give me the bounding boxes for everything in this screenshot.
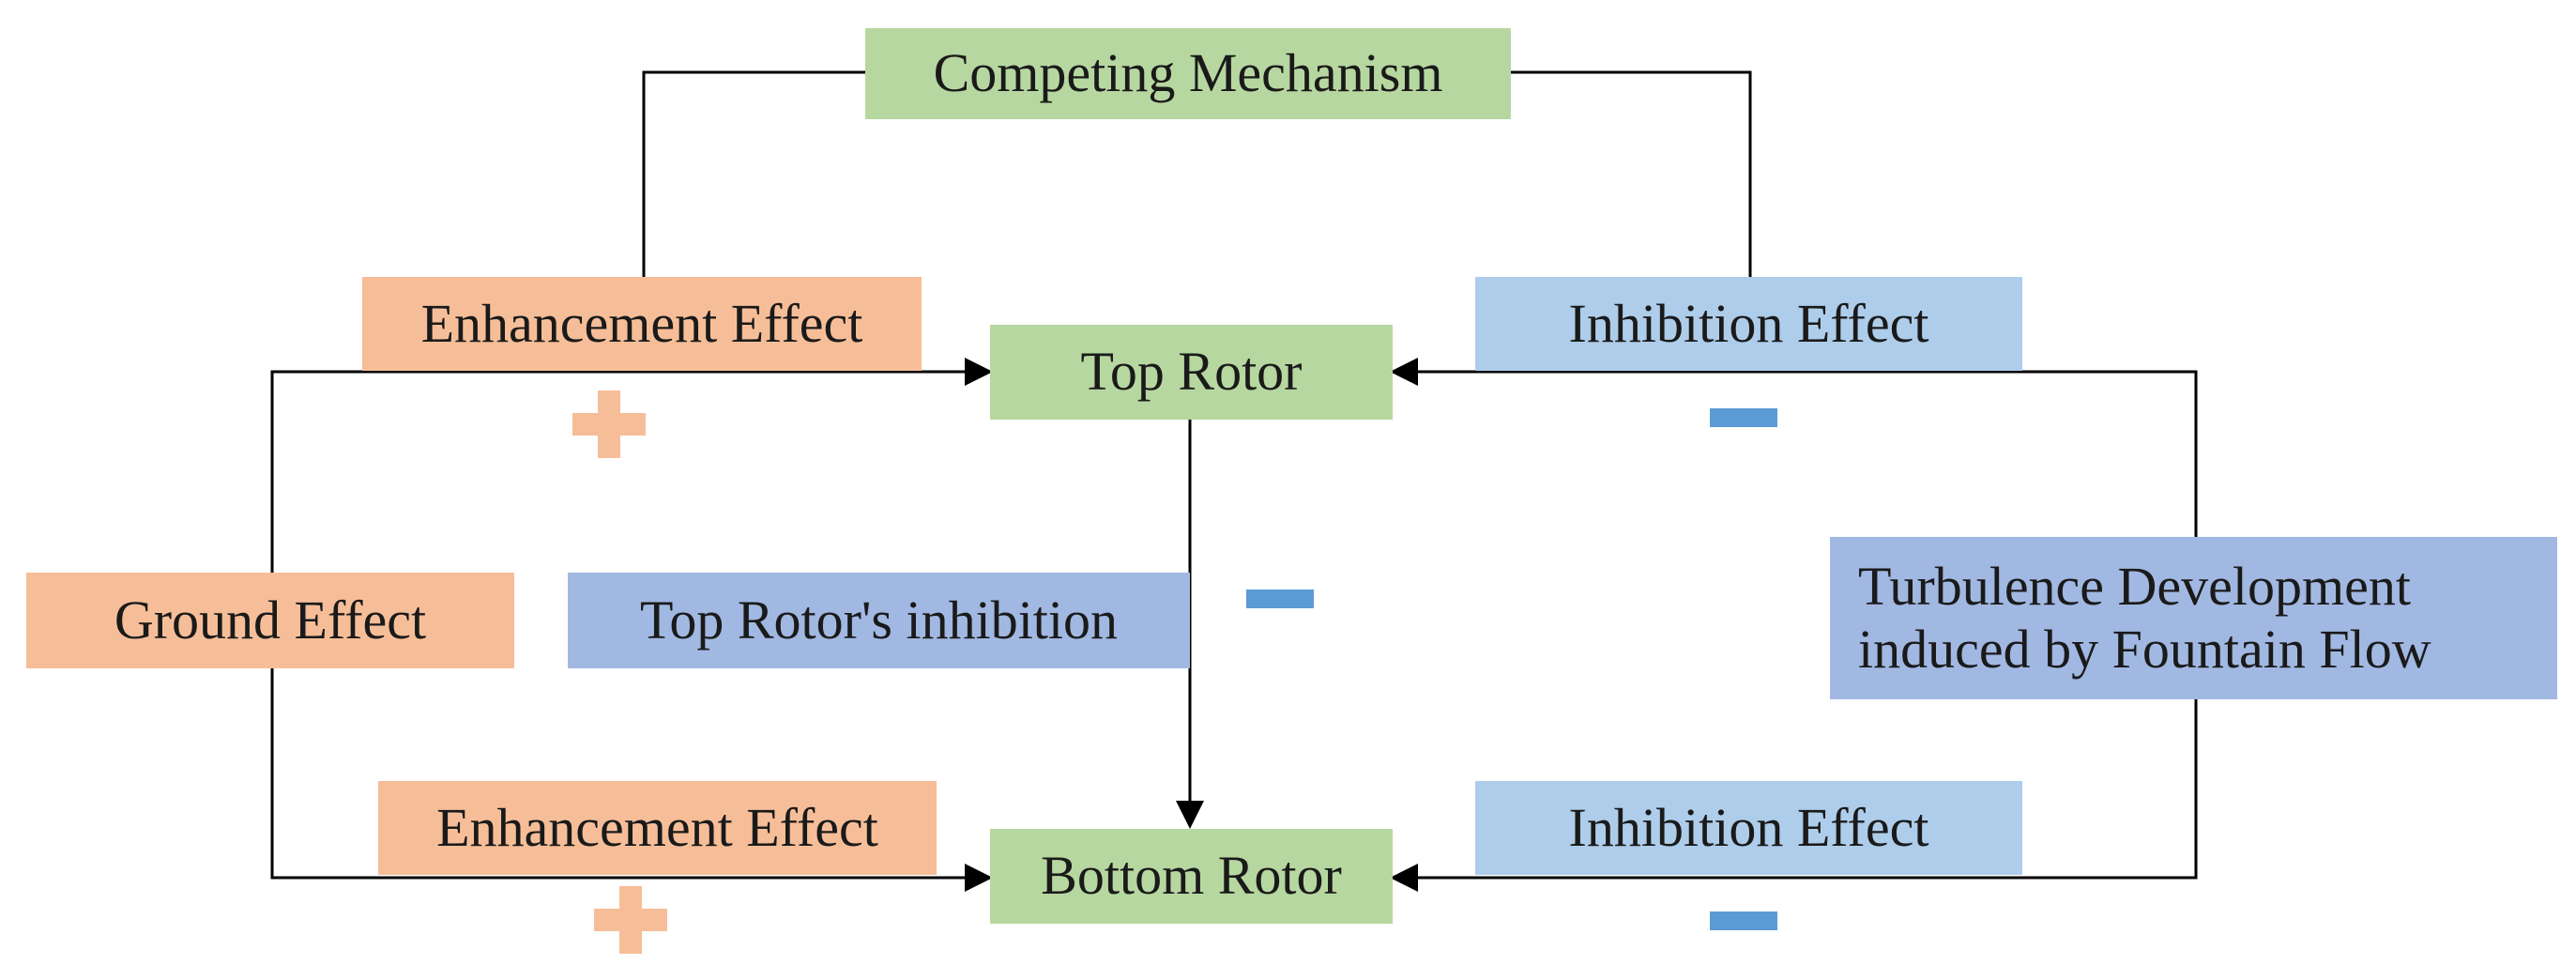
turbulence-to-bottom-rotor-arrow (1390, 699, 2198, 892)
enhancement-effect-bottom-box: Enhancement Effect (378, 781, 937, 875)
enhancement-effect-top-label: Enhancement Effect (420, 292, 863, 354)
competing-to-inhibition-line (1511, 70, 1752, 277)
competing-mechanism-box: Competing Mechanism (865, 28, 1511, 119)
bottom-rotor-box: Bottom Rotor (990, 829, 1393, 924)
ground-effect-box: Ground Effect (26, 573, 514, 668)
enhancement-effect-bottom-label: Enhancement Effect (436, 796, 878, 858)
plus-sign-top (572, 390, 646, 458)
top-rotor-inhibition-box: Top Rotor's inhibition (568, 573, 1190, 668)
bottom-rotor-label: Bottom Rotor (1041, 845, 1342, 907)
top-rotor-label: Top Rotor (1080, 341, 1303, 403)
turbulence-development-box: Turbulence Development induced by Founta… (1830, 537, 2557, 699)
top-rotor-inhibition-label: Top Rotor's inhibition (639, 589, 1119, 651)
minus-sign-top-rotor-inhibition (1246, 590, 1314, 608)
competing-to-enhancement-line (642, 70, 865, 277)
ground-to-top-rotor-arrow (270, 358, 993, 573)
enhancement-effect-top-box: Enhancement Effect (362, 277, 922, 371)
inhibition-effect-top-box: Inhibition Effect (1475, 277, 2022, 371)
inhibition-effect-bottom-box: Inhibition Effect (1475, 781, 2022, 875)
minus-sign-inhibition-top (1710, 408, 1777, 427)
ground-to-bottom-rotor-arrow (270, 668, 993, 892)
turbulence-line-1: Turbulence Development (1858, 555, 2412, 617)
inhibition-effect-top-label: Inhibition Effect (1568, 292, 1929, 354)
turbulence-to-top-rotor-arrow (1390, 358, 2198, 537)
ground-effect-label: Ground Effect (114, 589, 427, 651)
inhibition-effect-bottom-label: Inhibition Effect (1568, 796, 1929, 858)
minus-sign-inhibition-bottom (1710, 911, 1777, 930)
top-rotor-box: Top Rotor (990, 325, 1393, 420)
plus-sign-bottom (594, 886, 667, 954)
competing-mechanism-label: Competing Mechanism (933, 42, 1443, 104)
turbulence-line-2: induced by Fountain Flow (1858, 618, 2431, 680)
